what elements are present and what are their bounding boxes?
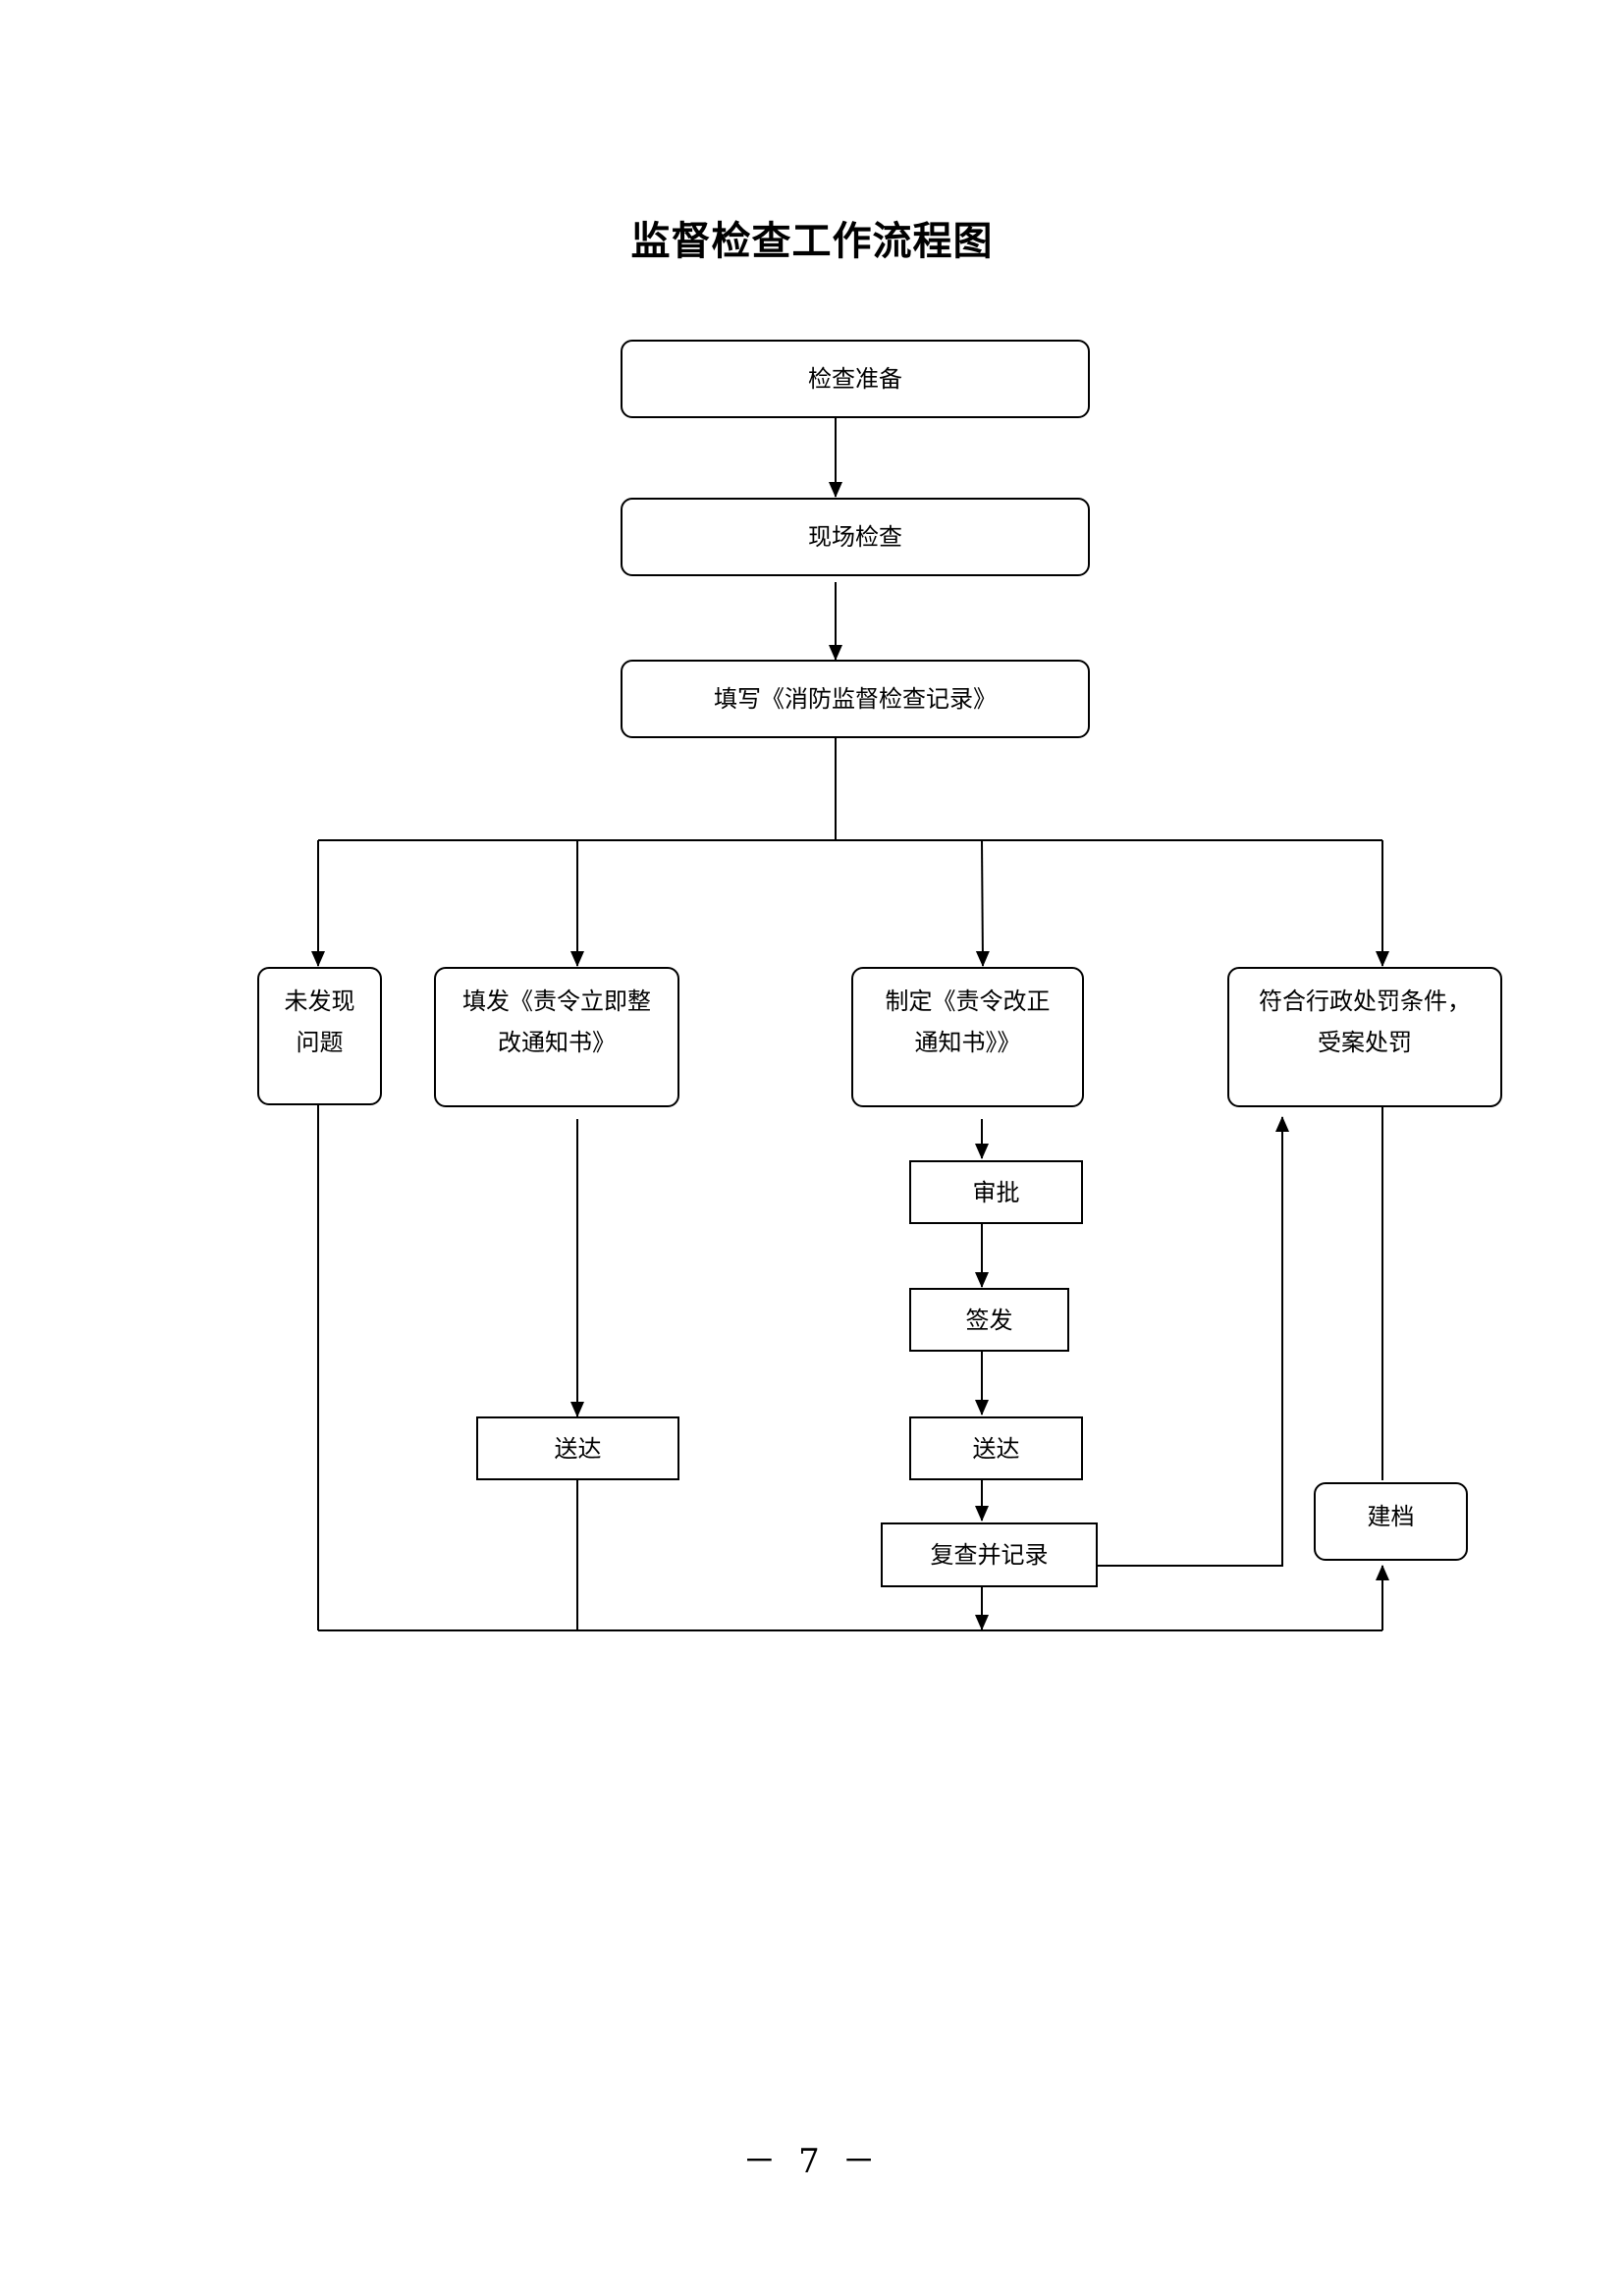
node-fill-record: 填写《消防监督检查记录》 <box>621 660 1090 738</box>
node-deliver-mid: 送达 <box>909 1416 1083 1480</box>
arrow-recheck-to-penalty <box>1097 1116 1289 1567</box>
node-correction-notice: 制定《责令改正 通知书》》 <box>851 967 1084 1107</box>
node-sign-issue-label: 签发 <box>965 1306 1013 1334</box>
arrow-to-correction-notice <box>975 839 990 967</box>
node-immediate-notice: 填发《责令立即整 改通知书》 <box>434 967 679 1107</box>
node-archive-label: 建档 <box>1367 1503 1415 1530</box>
node-no-problem-line2: 问题 <box>296 1029 344 1056</box>
node-deliver-mid-label: 送达 <box>972 1434 1020 1463</box>
node-recheck-record-label: 复查并记录 <box>930 1541 1049 1569</box>
node-correction-notice-line1: 制定《责令改正 <box>885 988 1051 1015</box>
page-number: － 7 － <box>742 2142 882 2181</box>
node-onsite-inspection-label: 现场检查 <box>808 523 902 551</box>
node-administrative-penalty-line1: 符合行政处罚条件， <box>1259 988 1471 1015</box>
node-administrative-penalty-line2: 受案处罚 <box>1318 1029 1412 1056</box>
node-sign-issue: 签发 <box>909 1288 1069 1352</box>
node-inspection-prep: 检查准备 <box>621 340 1090 418</box>
node-no-problem: 未发现 问题 <box>257 967 382 1105</box>
node-recheck-record: 复查并记录 <box>881 1522 1098 1587</box>
node-deliver-left: 送达 <box>476 1416 679 1480</box>
page-title: 监督检查工作流程图 <box>630 218 994 264</box>
node-approve: 审批 <box>909 1160 1083 1224</box>
node-approve-label: 审批 <box>972 1178 1020 1206</box>
node-archive: 建档 <box>1314 1482 1468 1561</box>
node-inspection-prep-label: 检查准备 <box>808 365 902 393</box>
node-immediate-notice-line2: 改通知书》 <box>498 1029 616 1056</box>
node-administrative-penalty: 符合行政处罚条件， 受案处罚 <box>1227 967 1502 1107</box>
node-no-problem-line1: 未发现 <box>284 988 355 1015</box>
node-onsite-inspection: 现场检查 <box>621 498 1090 576</box>
node-correction-notice-line2: 通知书》》 <box>914 1029 1021 1056</box>
node-immediate-notice-line1: 填发《责令立即整 <box>462 988 651 1015</box>
node-fill-record-label: 填写《消防监督检查记录》 <box>714 685 997 713</box>
node-deliver-left-label: 送达 <box>554 1434 602 1463</box>
